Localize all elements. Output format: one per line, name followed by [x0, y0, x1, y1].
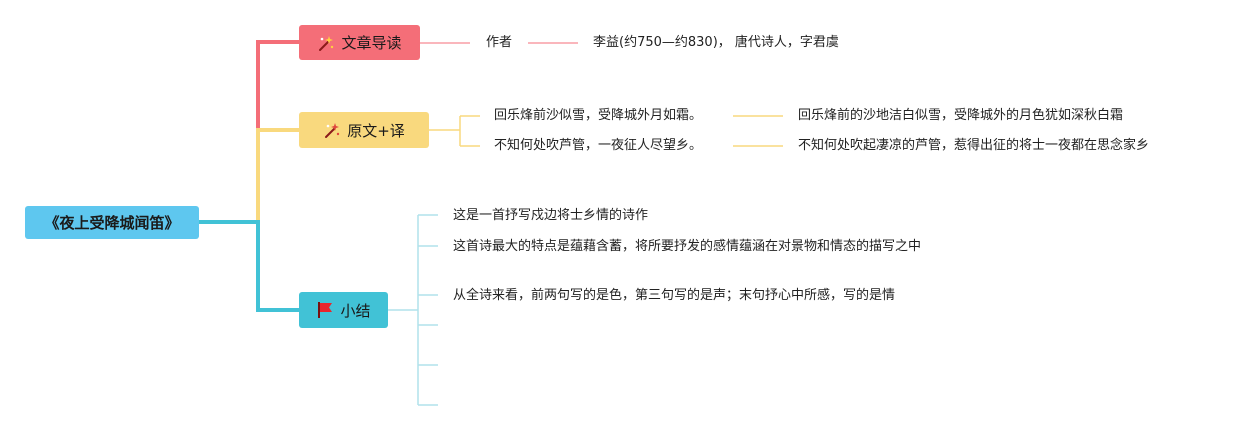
branch-original-label: 原文+译 [347, 121, 405, 140]
root-label: 《夜上受降城闻笛》 [44, 214, 180, 232]
connector-root-to-summary [199, 220, 299, 312]
branch-intro-label: 文章导读 [341, 34, 402, 52]
red-flag-icon [318, 302, 333, 318]
summary-item-3: 从全诗来看，前两句写的是色，第三句写的是声；末句抒心中所感，写的是情 [453, 288, 896, 303]
connector-root-to-original [199, 128, 299, 224]
branch-summary[interactable]: 小结 [299, 292, 388, 328]
sparkle-wand-icon [319, 35, 334, 51]
summary-item-1: 这是一首抒写戍边将士乡情的诗作 [453, 208, 649, 223]
connector-summary-to-items [388, 214, 438, 406]
branch-original[interactable]: 原文+译 [299, 112, 429, 148]
translation-line-2: 不知何处吹起凄凉的芦管，惹得出征的将士一夜都在思念家乡 [798, 138, 1150, 153]
root-node[interactable]: 《夜上受降城闻笛》 [25, 206, 199, 239]
intro-author-value: 李益(约750—约830)， 唐代诗人，字君虞 [593, 35, 839, 50]
summary-item-2: 这首诗最大的特点是蕴藉含蓄，将所要抒发的感情蕴涵在对景物和情态的描写之中 [453, 239, 922, 254]
original-line-2: 不知何处吹芦管，一夜征人尽望乡。 [494, 138, 703, 153]
branch-intro[interactable]: 文章导读 [299, 25, 420, 60]
branch-summary-label: 小结 [340, 301, 371, 320]
translation-line-1: 回乐烽前的沙地洁白似雪，受降城外的月色犹如深秋白霜 [798, 108, 1124, 123]
sparkle-wand-icon [325, 123, 340, 138]
intro-author-key: 作者 [486, 35, 513, 50]
original-line-1: 回乐烽前沙似雪，受降城外月如霜。 [494, 108, 703, 123]
connector-original-to-lines [429, 115, 480, 147]
